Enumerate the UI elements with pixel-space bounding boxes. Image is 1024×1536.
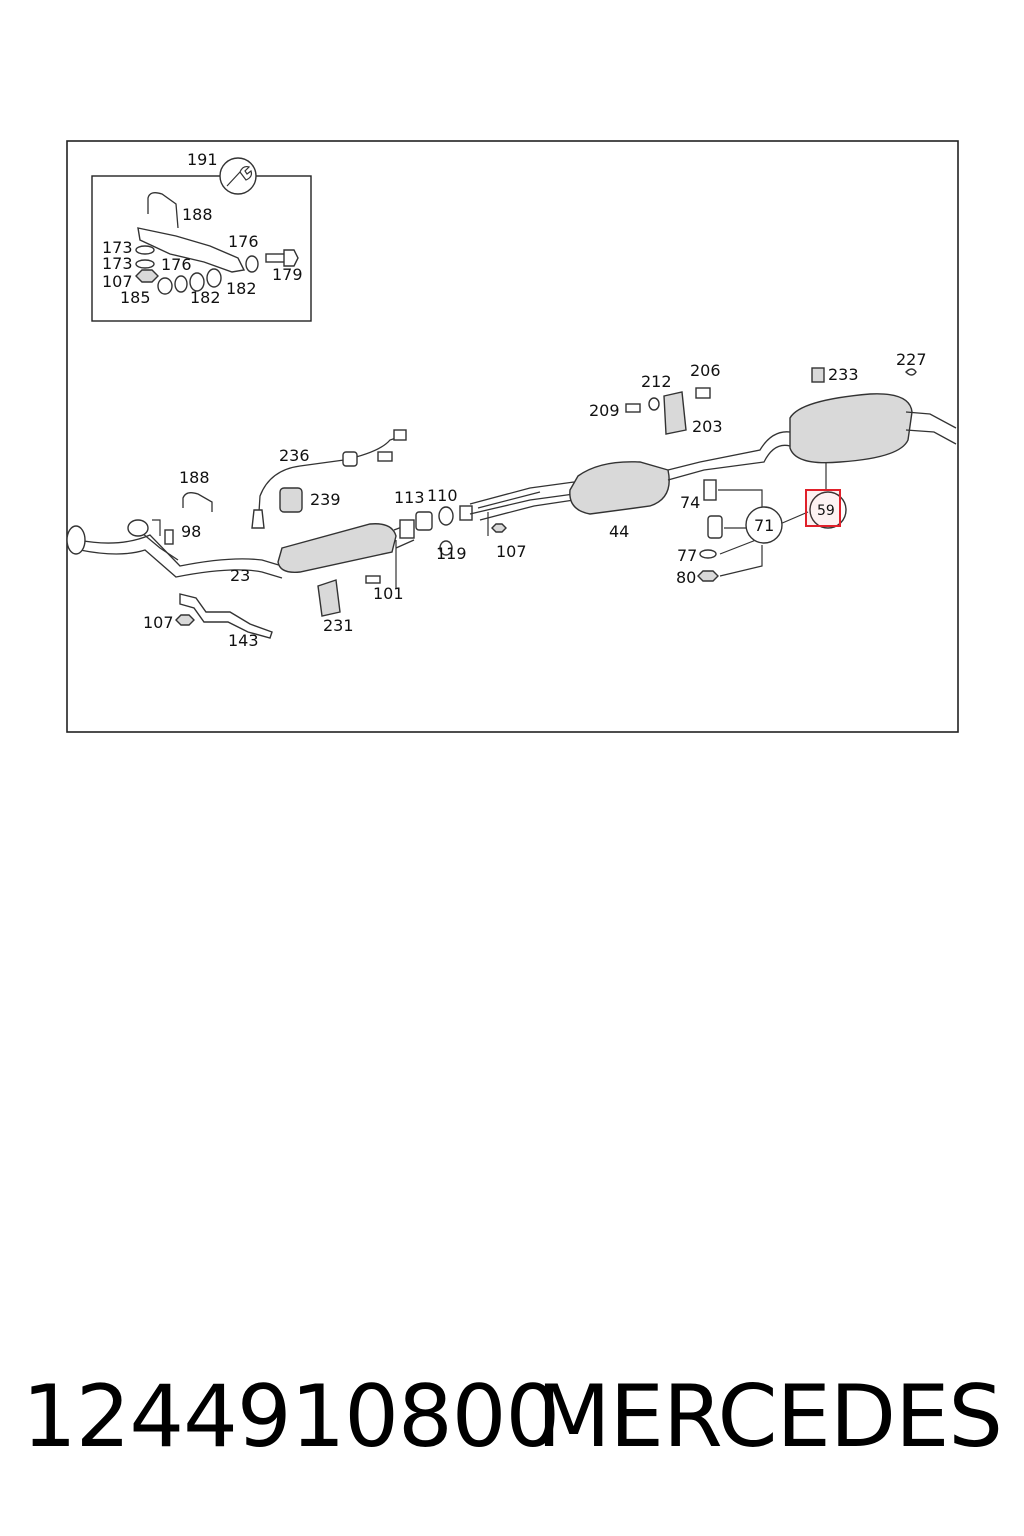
callout-176-mid: 176	[161, 255, 192, 274]
flange-left	[66, 525, 86, 555]
flange-mid	[127, 519, 149, 537]
callout-212: 212	[641, 372, 672, 391]
intermediate-pipes	[469, 481, 575, 521]
callout-23: 23	[230, 566, 250, 585]
leader-lines	[152, 462, 827, 536]
bolt-101	[365, 540, 397, 588]
washer-176-right	[245, 255, 259, 273]
callout-143: 143	[228, 631, 259, 650]
callout-236: 236	[279, 446, 310, 465]
center-silencer-44	[569, 461, 670, 515]
nut-107-inset	[135, 269, 159, 283]
inset-kit-group	[91, 157, 312, 322]
callout-188: 188	[179, 468, 210, 487]
hanger-227	[905, 368, 917, 376]
callout-80: 80	[676, 568, 696, 587]
pipe-to-rear	[667, 431, 791, 481]
rear-muffler	[789, 393, 913, 464]
highlight-box-59	[805, 489, 841, 527]
callout-203: 203	[692, 417, 723, 436]
group-circle-71	[745, 506, 783, 544]
bracket-143	[179, 593, 273, 639]
bolt-98	[164, 529, 174, 545]
bolt-179-inset	[265, 249, 299, 267]
callout-101: 101	[373, 584, 404, 603]
callout-77: 77	[677, 546, 697, 565]
hanger-assembly	[625, 387, 711, 435]
callout-227: 227	[896, 350, 927, 369]
callout-206: 206	[690, 361, 721, 380]
callout-179: 179	[272, 265, 303, 284]
clip-239	[279, 487, 303, 513]
bushings-185-182	[157, 268, 222, 295]
callout-59-highlighted: 59	[817, 503, 835, 519]
callout-113: 113	[394, 488, 425, 507]
callout-107-bottom: 107	[143, 613, 174, 632]
callout-74: 74	[680, 493, 700, 512]
clamp-group-71	[697, 479, 809, 582]
rubber-mount-231	[317, 579, 341, 617]
callout-173-a: 173	[102, 238, 133, 257]
callout-71: 71	[754, 516, 774, 535]
callout-173-b: 173	[102, 254, 133, 273]
callout-44: 44	[609, 522, 629, 541]
callout-176-top: 176	[228, 232, 259, 251]
callout-182-a: 182	[190, 288, 221, 307]
footer: 1244910800 MERCEDES	[0, 1362, 1024, 1472]
callout-239: 239	[310, 490, 341, 509]
catalytic-converter	[277, 519, 415, 573]
callout-233: 233	[828, 365, 859, 384]
wrench-icon	[226, 165, 253, 187]
group-circle-59	[809, 491, 847, 529]
callout-98: 98	[181, 522, 201, 541]
callout-231: 231	[323, 616, 354, 635]
callout-119: 119	[436, 544, 467, 563]
callout-110: 110	[427, 486, 458, 505]
callout-209: 209	[589, 401, 620, 420]
callout-labels: 191 188 176 173 173 176 107 179 185 182 …	[102, 150, 927, 650]
hanger-188-inset	[147, 192, 179, 229]
nut-107-bottom	[175, 614, 195, 626]
washer-173-b	[135, 259, 155, 269]
part-number: 1244910800	[22, 1367, 560, 1467]
tailpipe	[905, 411, 957, 445]
front-pipe-23	[66, 519, 283, 579]
brand-name: MERCEDES	[536, 1367, 1003, 1467]
callout-188-inset: 188	[182, 205, 213, 224]
bracket-176-inset	[137, 227, 246, 273]
callout-182-b: 182	[226, 279, 257, 298]
callout-107-inset: 107	[102, 272, 133, 291]
callout-107-mid: 107	[496, 542, 527, 561]
washer-173-a	[135, 245, 155, 255]
mount-233	[811, 367, 825, 383]
hanger-188	[182, 492, 213, 512]
clamp-parts	[415, 505, 507, 556]
callout-185: 185	[120, 288, 151, 307]
oxygen-sensor-236	[251, 429, 407, 529]
callout-191: 191	[187, 150, 218, 169]
